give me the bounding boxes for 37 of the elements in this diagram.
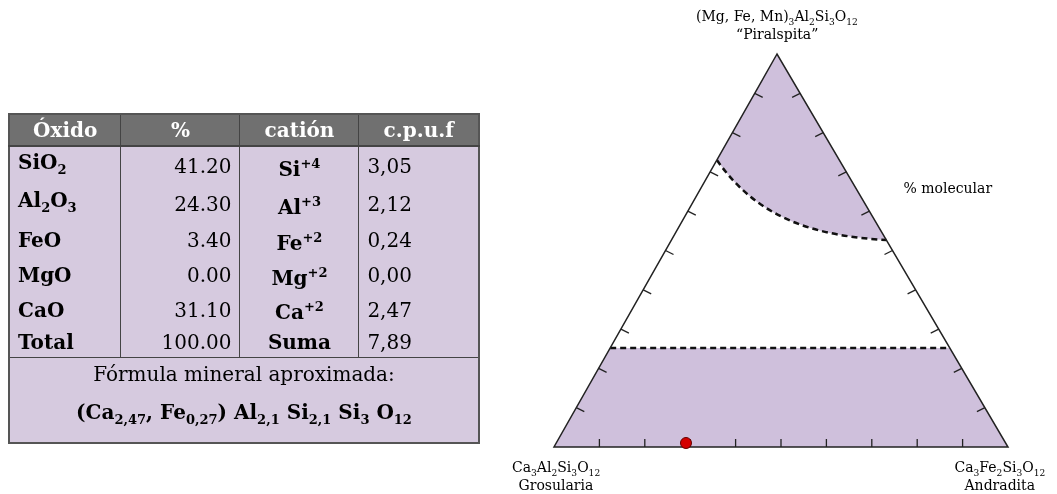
table-cell: 41.20 xyxy=(120,146,240,185)
vertex-name: Andradita xyxy=(964,477,1036,494)
table-cell: Total xyxy=(9,326,121,358)
mineral-formula: (Ca$_{2,47}$, Fe$_{0,27}$) Al$_{2,1}$ Si$_{2,1}$ Si$_{3}$ O$_{12}$ xyxy=(9,389,479,443)
table-cell: 0,24 xyxy=(358,223,479,258)
vertex-formula: Ca$_{3}$Al$_{2}$Si$_{3}$O$_{12}$ xyxy=(512,459,601,479)
vertex-formula: Ca$_{3}$Fe$_{2}$Si$_{3}$O$_{12}$ xyxy=(954,459,1046,479)
table-cell: 0,00 xyxy=(358,257,479,293)
table-header: % xyxy=(120,114,240,146)
vertex-name: “Piralspita” xyxy=(736,26,819,43)
table-cell: FeO xyxy=(9,223,121,258)
table-cell: 3,05 xyxy=(358,146,479,185)
table-cell: Al$^{+3}$ xyxy=(240,185,359,223)
table-cell: Fe$^{+2}$ xyxy=(240,223,359,258)
axis-unit-label: % molecular xyxy=(903,180,993,197)
table-cell: Suma xyxy=(240,326,359,358)
vertex-formula: (Mg, Fe, Mn)$_{3}$Al$_{2}$Si$_{3}$O$_{12}$ xyxy=(696,8,858,28)
vertex-name: Grosularia xyxy=(518,477,594,494)
table-cell: Al$_{2}$O$_{3}$ xyxy=(9,185,121,223)
table-cell: Mg$^{+2}$ xyxy=(240,257,359,293)
table-cell: CaO xyxy=(9,292,121,327)
table-cell: 2,12 xyxy=(358,185,479,223)
table-header: catión xyxy=(240,114,359,146)
table-cell: 3.40 xyxy=(120,223,240,258)
table-header: c.p.u.f xyxy=(358,114,479,146)
table-cell: Ca$^{+2}$ xyxy=(240,292,359,327)
table-cell: Si$^{+4}$ xyxy=(240,146,359,185)
table-cell: 0.00 xyxy=(120,257,240,293)
table-header: Óxido xyxy=(9,114,121,146)
table-cell: 2,47 xyxy=(358,292,479,327)
formula-caption: Fórmula mineral aproximada: xyxy=(9,357,479,390)
table-cell: MgO xyxy=(9,257,121,293)
table-cell: 7,89 xyxy=(358,326,479,358)
table-cell: SiO$_{2}$ xyxy=(9,146,121,185)
table-cell: 100.00 xyxy=(120,326,240,358)
table-cell: 24.30 xyxy=(120,185,240,223)
table-cell: 31.10 xyxy=(120,292,240,327)
